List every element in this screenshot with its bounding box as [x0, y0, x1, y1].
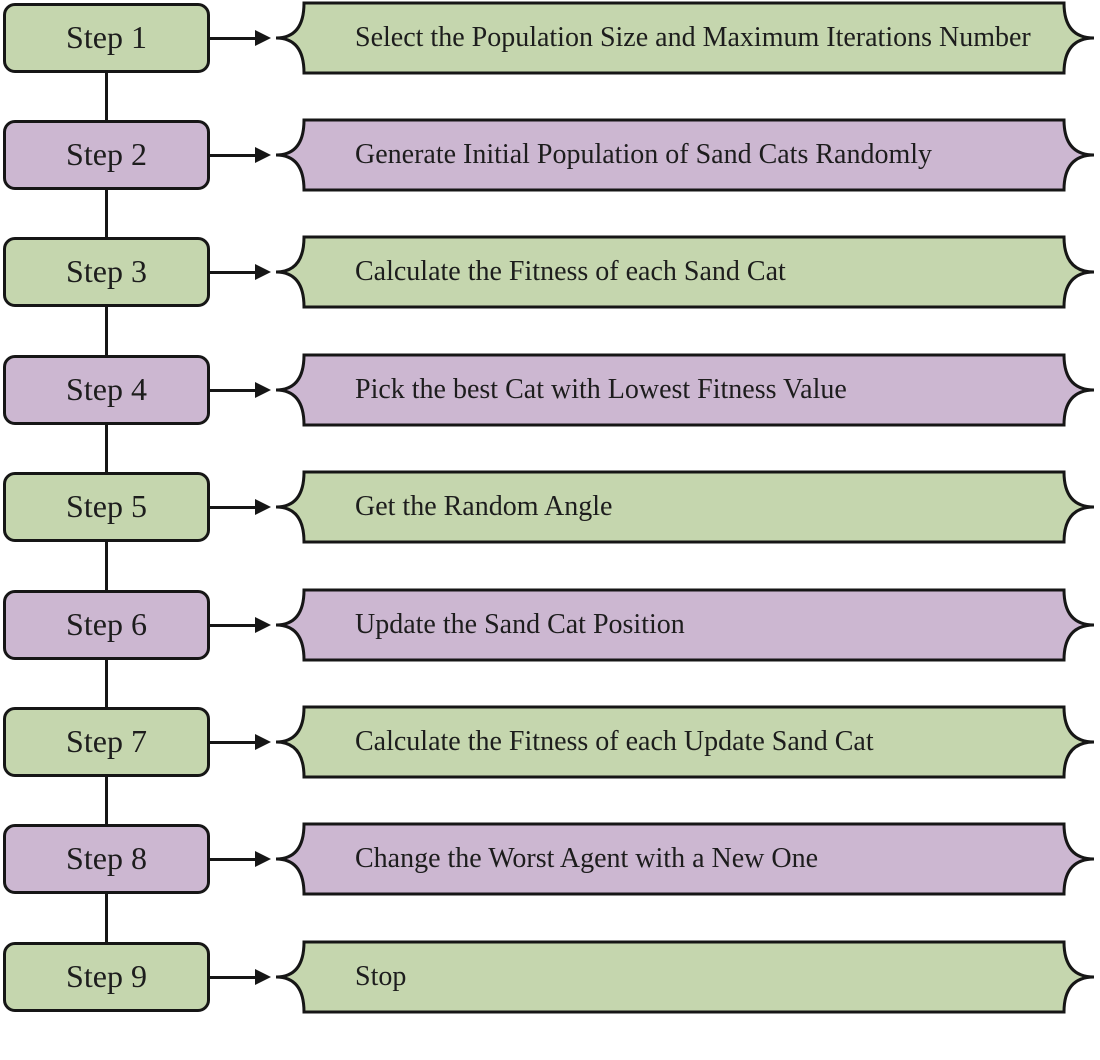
step-label: Step 9 — [66, 958, 147, 994]
flow-row-step-1: Step 1 Select the Population Size and Ma… — [0, 1, 1100, 121]
connector-line — [105, 660, 108, 708]
banner-shape — [275, 940, 1095, 1014]
arrow-line — [210, 975, 256, 979]
connector-line — [105, 894, 108, 942]
arrowhead-icon — [255, 264, 271, 280]
flow-row-step-7: Step 7 Calculate the Fitness of each Upd… — [0, 705, 1100, 825]
step-label: Step 8 — [66, 840, 147, 876]
sand-cat-algorithm-flowchart: Step 1 Select the Population Size and Ma… — [0, 1, 1100, 1014]
connector-line — [105, 777, 108, 825]
step-description: Get the Random Angle — [355, 491, 613, 522]
step-label: Step 2 — [66, 136, 147, 172]
banner-shape — [275, 705, 1095, 779]
step-box: Step 3 — [3, 237, 210, 307]
banner-shape — [275, 470, 1095, 544]
arrowhead-icon — [255, 734, 271, 750]
step-description: Change the Worst Agent with a New One — [355, 843, 819, 874]
step-label: Step 3 — [66, 253, 147, 289]
connector-line — [105, 425, 108, 473]
connector-line — [105, 73, 108, 121]
flow-row-step-8: Step 8 Change the Worst Agent with a New… — [0, 822, 1100, 942]
step-description: Stop — [355, 961, 407, 992]
flow-row-step-3: Step 3 Calculate the Fitness of each San… — [0, 235, 1100, 355]
arrowhead-icon — [255, 499, 271, 515]
flow-row-step-6: Step 6 Update the Sand Cat Position — [0, 588, 1100, 708]
connector-line — [105, 307, 108, 355]
arrow-line — [210, 740, 256, 744]
flow-row-step-4: Step 4 Pick the best Cat with Lowest Fit… — [0, 353, 1100, 473]
arrow-line — [210, 505, 256, 509]
arrowhead-icon — [255, 969, 271, 985]
banner-shape — [275, 1, 1095, 75]
flow-row-step-9: Step 9 Stop — [0, 940, 1100, 1060]
step-label: Step 1 — [66, 19, 147, 55]
arrowhead-icon — [255, 382, 271, 398]
step-description: Calculate the Fitness of each Sand Cat — [355, 256, 786, 287]
banner-shape — [275, 353, 1095, 427]
flow-row-step-5: Step 5 Get the Random Angle — [0, 470, 1100, 590]
arrow-line — [210, 857, 256, 861]
banner-shape — [275, 588, 1095, 662]
step-label: Step 4 — [66, 371, 147, 407]
step-box: Step 7 — [3, 707, 210, 777]
connector-line — [105, 190, 108, 238]
step-label: Step 5 — [66, 488, 147, 524]
step-box: Step 5 — [3, 472, 210, 542]
arrow-line — [210, 388, 256, 392]
step-box: Step 8 — [3, 824, 210, 894]
step-description: Generate Initial Population of Sand Cats… — [355, 139, 933, 170]
arrowhead-icon — [255, 617, 271, 633]
arrow-line — [210, 270, 256, 274]
flow-row-step-2: Step 2 Generate Initial Population of Sa… — [0, 118, 1100, 238]
step-description: Calculate the Fitness of each Update San… — [355, 726, 874, 757]
banner-shape — [275, 235, 1095, 309]
arrowhead-icon — [255, 147, 271, 163]
step-description: Select the Population Size and Maximum I… — [355, 22, 1031, 53]
banner-shape — [275, 822, 1095, 896]
step-box: Step 4 — [3, 355, 210, 425]
step-box: Step 9 — [3, 942, 210, 1012]
arrow-line — [210, 36, 256, 40]
step-label: Step 7 — [66, 723, 147, 759]
step-box: Step 1 — [3, 3, 210, 73]
arrow-line — [210, 153, 256, 157]
step-description: Pick the best Cat with Lowest Fitness Va… — [355, 374, 847, 405]
banner-shape — [275, 118, 1095, 192]
step-box: Step 2 — [3, 120, 210, 190]
arrowhead-icon — [255, 30, 271, 46]
arrow-line — [210, 623, 256, 627]
step-label: Step 6 — [66, 606, 147, 642]
step-box: Step 6 — [3, 590, 210, 660]
arrowhead-icon — [255, 851, 271, 867]
connector-line — [105, 542, 108, 590]
step-description: Update the Sand Cat Position — [355, 609, 685, 640]
